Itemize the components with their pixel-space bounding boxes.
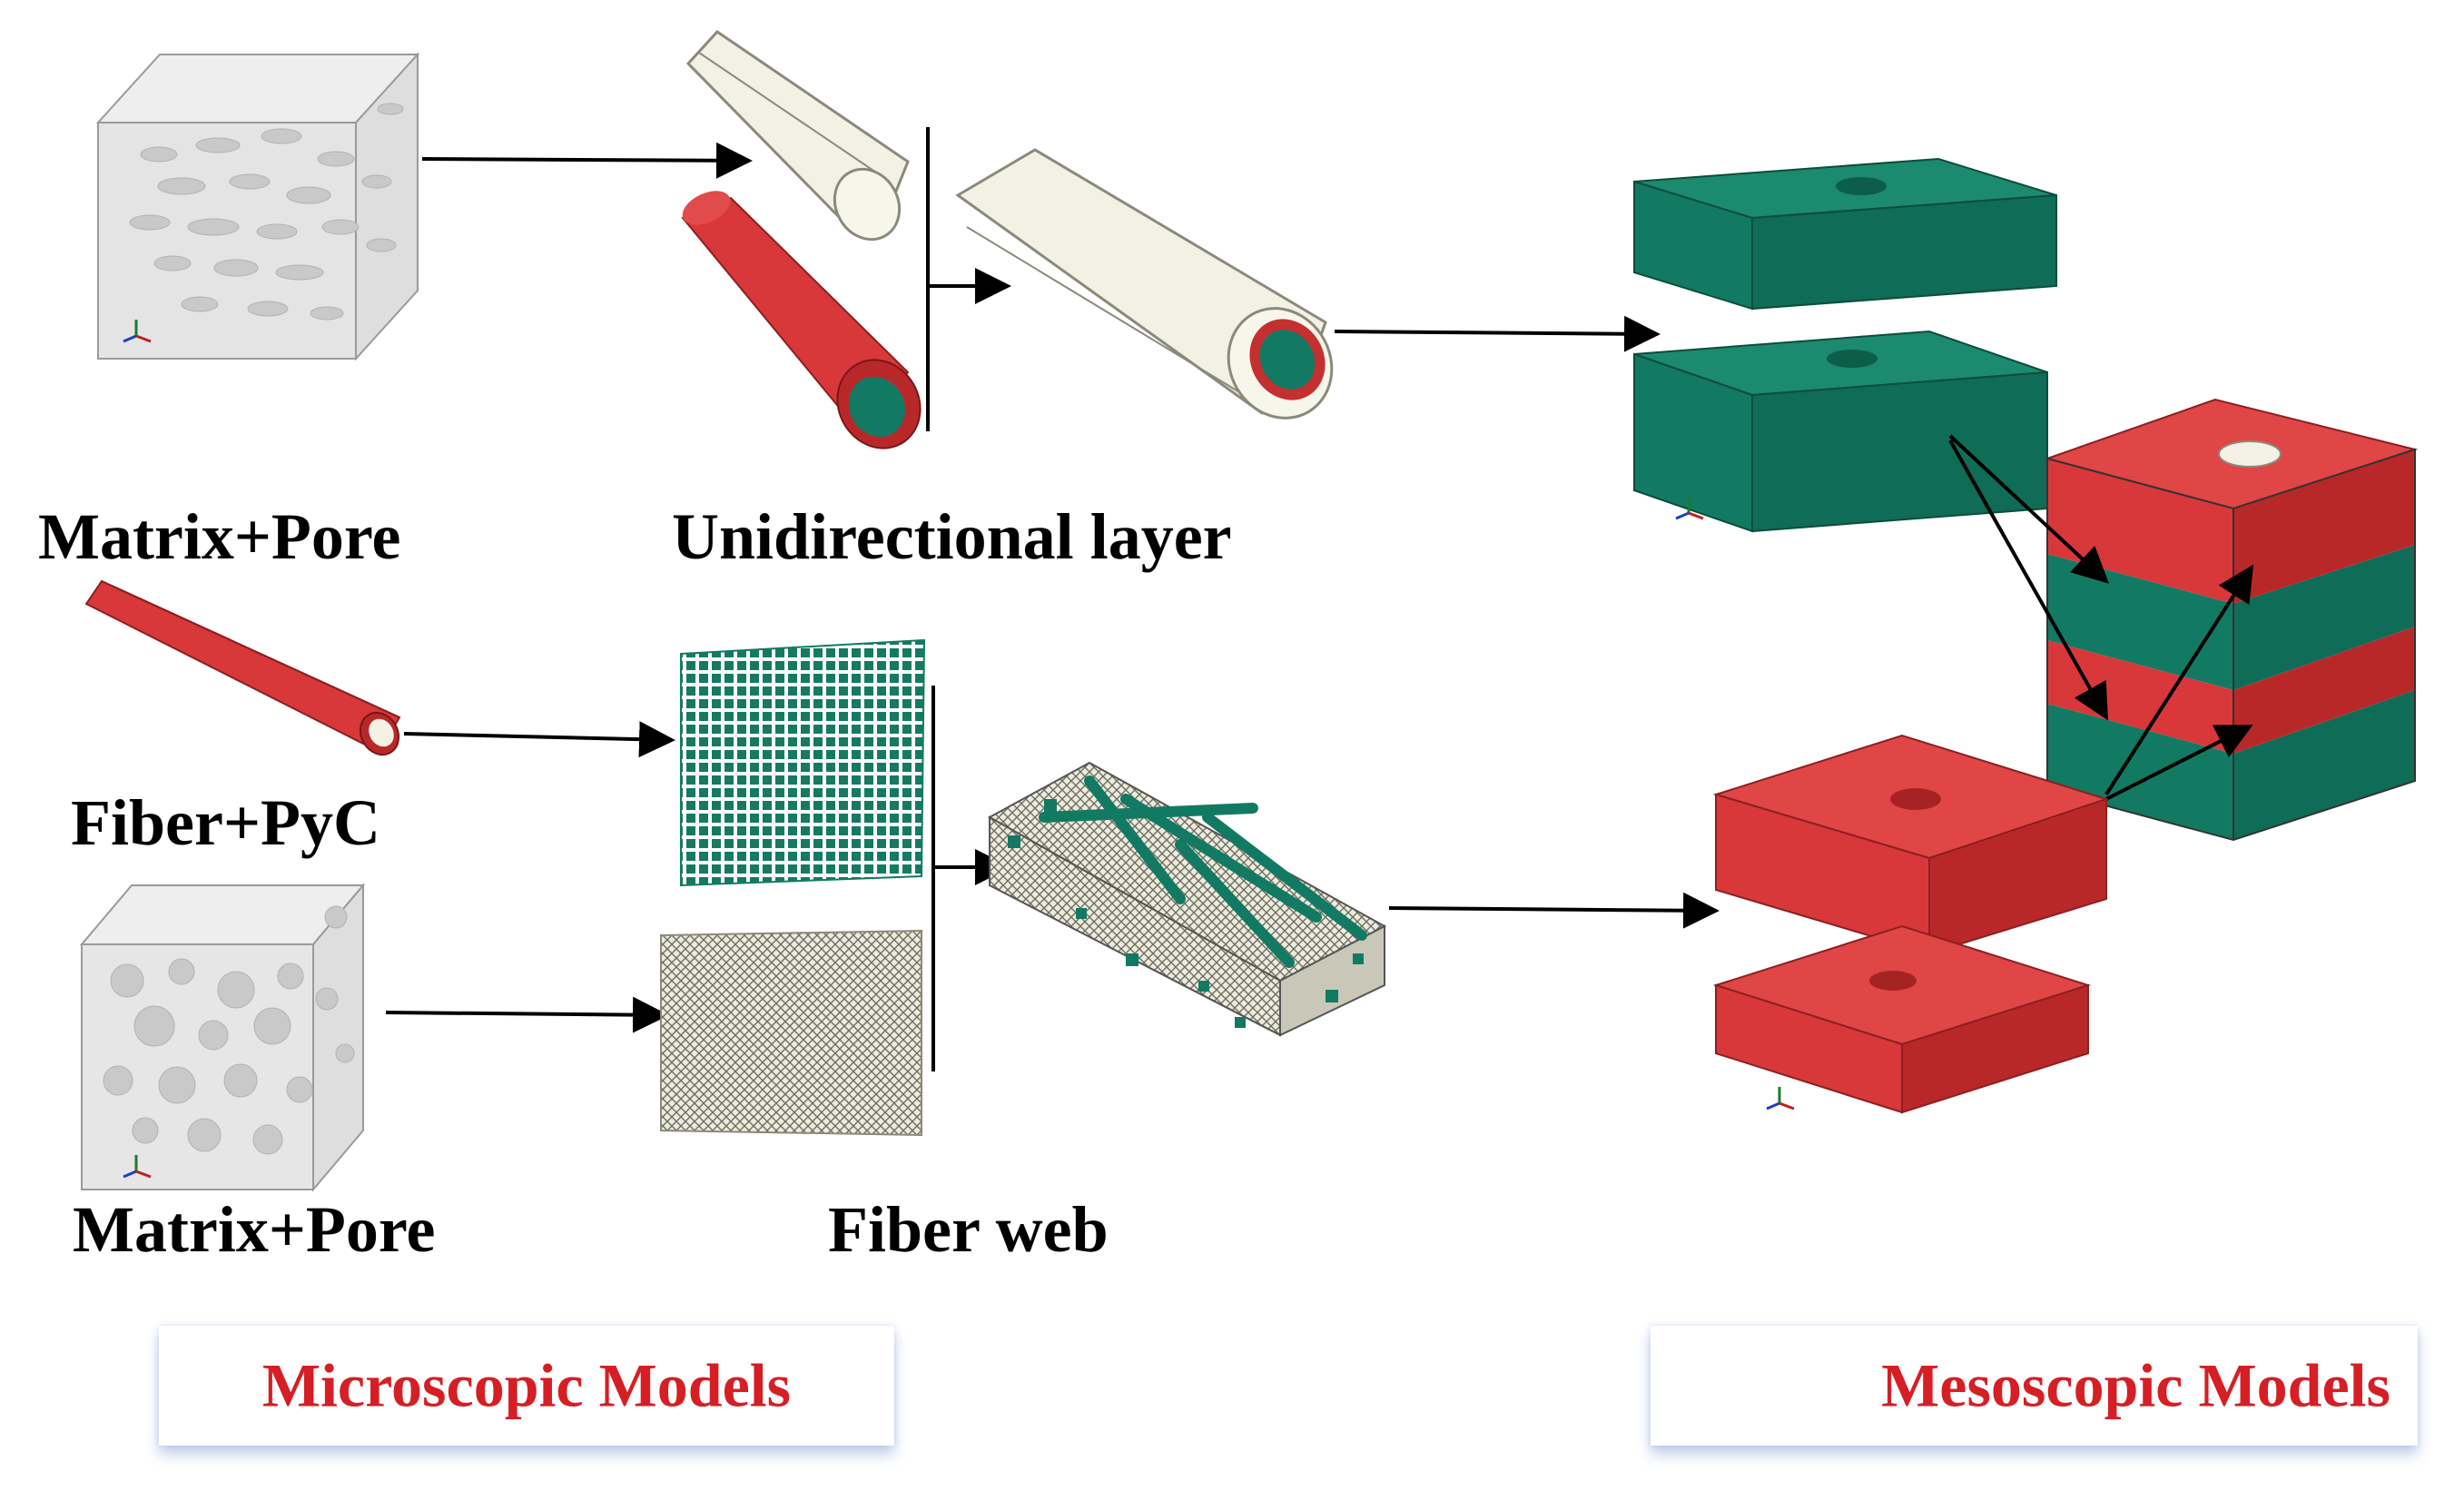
green-lower-slab bbox=[1633, 330, 2048, 533]
triad-axis-icon bbox=[123, 1155, 152, 1179]
triad-axis-icon bbox=[1766, 1087, 1795, 1111]
label-fiber-web: Fiber web bbox=[828, 1193, 1109, 1266]
arrow-to-green-stack bbox=[1334, 315, 1661, 352]
microscopic-models-label: Microscopic Models bbox=[261, 1350, 792, 1420]
arrow-matrix-to-cream-web bbox=[385, 996, 669, 1033]
red-upper-slab bbox=[1712, 734, 2110, 955]
green-fiber-web bbox=[680, 638, 926, 887]
label-matrix-pore-bottom: Matrix+Pore bbox=[73, 1193, 436, 1266]
arrow-matrix-to-rods bbox=[421, 142, 753, 179]
red-lower-slab bbox=[1712, 924, 2092, 1114]
label-matrix-pore-top: Matrix+Pore bbox=[38, 500, 401, 573]
final-laminate-block bbox=[2044, 398, 2419, 842]
arrow-to-red-stack bbox=[1388, 892, 1720, 929]
red-tube-green-core bbox=[681, 191, 922, 449]
matrix-pore-cube-top bbox=[95, 52, 420, 361]
cream-hex-rod bbox=[685, 30, 910, 242]
label-unidirectional-layer: Unidirectional layer bbox=[672, 500, 1232, 573]
green-upper-slab bbox=[1633, 157, 2057, 311]
label-fiber-pyc: Fiber+PyC bbox=[71, 786, 380, 859]
arrow-fiber-to-green-web bbox=[403, 721, 675, 758]
bracket-top bbox=[926, 127, 1011, 431]
unidirectional-layer-rod bbox=[955, 148, 1334, 420]
mesoscopic-models-label: Mesoscopic Models bbox=[1881, 1350, 2390, 1420]
combined-fiber-web-slab bbox=[987, 761, 1387, 1037]
mesoscopic-models-banner: Mesoscopic Models bbox=[1651, 1326, 2418, 1446]
cream-fiber-web bbox=[660, 929, 922, 1137]
triad-axis-icon bbox=[1675, 497, 1704, 520]
stacking-arrows bbox=[1948, 434, 2254, 801]
triad-axis-icon bbox=[123, 320, 152, 343]
matrix-pore-cube-bottom bbox=[79, 883, 366, 1192]
microscopic-models-banner: Microscopic Models bbox=[159, 1326, 894, 1446]
fiber-pyc-rod bbox=[84, 579, 401, 756]
